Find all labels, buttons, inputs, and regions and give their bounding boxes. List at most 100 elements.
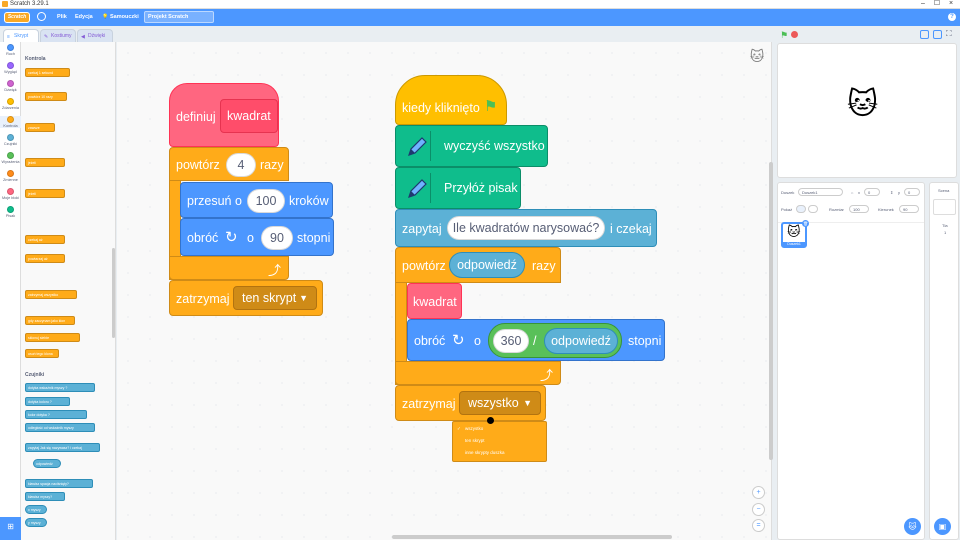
divide-operator[interactable]: 360 / odpowiedź [488,323,622,358]
palette-block-distance[interactable]: odległość od wskaźnik myszy [25,423,95,432]
turn-divided-block[interactable]: obróć ↻ o 360 / odpowiedź stopni [407,319,665,361]
palette-block-mouse-x[interactable]: x myszy [25,505,47,514]
palette-block-create-clone[interactable]: sklonuj siebie [25,333,80,342]
x-input[interactable]: 0 [864,188,880,196]
menu-option-other-scripts[interactable]: inne skrypty duszka [465,450,505,455]
palette-block-ask[interactable]: zapytaj Jak się nazywasz? i czekaj [25,443,100,452]
menu-option-all[interactable]: wszystko [465,426,484,431]
palette-scrollbar[interactable] [112,248,115,338]
category-sound[interactable]: Dźwięk [0,80,21,92]
cat-sprite-icon[interactable]: 🐱 [847,88,879,121]
menu-file[interactable]: Plik [57,14,67,20]
stop-all-block[interactable]: zatrzymaj wszystko ▼ [395,385,546,421]
define-prototype[interactable]: kwadrat [220,99,278,133]
ask-question-input[interactable]: Ile kwadratów narysować? [447,216,605,240]
repeat-block[interactable]: powtórz 4 razy [169,147,289,181]
tab-costumes[interactable]: ✎ Kostiumy [40,29,76,42]
palette-block-when-clone[interactable]: gdy zaczynam jako klon [25,316,75,325]
stop-sign-icon[interactable] [791,31,798,38]
direction-input[interactable]: 90 [899,205,919,213]
palette-block-wait[interactable]: czekaj 1 sekund [25,68,70,77]
stage-thumbnail[interactable] [933,199,956,215]
close-button[interactable]: × [948,0,954,7]
category-variables[interactable]: Zmienne [0,170,21,182]
turn-degrees-input[interactable]: 90 [261,226,293,250]
palette-block-delete-clone[interactable]: usuń tego klona [25,349,59,358]
stage-canvas[interactable] [777,43,957,178]
ask-and-wait-block[interactable]: zapytaj Ile kwadratów narysować? i czeka… [395,209,657,247]
large-stage-icon[interactable] [933,30,942,39]
small-stage-icon[interactable] [920,30,929,39]
tab-code[interactable]: ≡ Skrypt [3,29,39,42]
project-title-input[interactable]: Projekt Scratch [144,11,214,23]
green-flag-icon[interactable]: ⚑ [780,30,789,40]
workspace-vertical-scrollbar[interactable] [769,162,773,460]
show-visible-eye-icon[interactable] [796,205,806,213]
menu-option-this-script[interactable]: ten skrypt [465,438,485,443]
help-icon[interactable]: ? [948,13,956,21]
palette-block-color-touching[interactable]: kolor dotyka ? [25,410,87,419]
pen-down-block[interactable]: Przyłóż pisak [395,167,521,209]
answer-reporter[interactable]: odpowiedź [544,328,618,354]
palette-block-stop[interactable]: zatrzymaj wszystko [25,290,77,299]
category-events[interactable]: Zdarzenia [0,98,21,110]
category-myblocks[interactable]: Moje bloki [0,188,21,200]
tab-sounds[interactable]: ◀ Dźwięki [77,29,113,42]
stage-selector-panel[interactable]: Scena Tła 1 [929,182,959,540]
palette-block-if[interactable]: jeżeli [25,158,65,167]
palette-block-wait-until[interactable]: czekaj aż [25,235,65,244]
move-steps-input[interactable]: 100 [247,189,285,213]
fullscreen-icon[interactable]: ⛶ [946,29,952,38]
divide-left-input[interactable]: 360 [493,329,529,353]
category-control[interactable]: Kontrola [0,116,21,128]
palette-block-mouse-y[interactable]: y myszy [25,518,47,527]
palette-block-repeat-until[interactable]: powtarzaj aż [25,254,65,263]
stop-all-dropdown[interactable]: wszystko ▼ [459,391,541,415]
palette-block-touching[interactable]: dotyka wskaźnik myszy ? [25,383,95,392]
answer-reporter[interactable]: odpowiedź [449,252,525,278]
sprite-name-input[interactable]: Duszek1 [798,188,843,196]
palette-block-repeat[interactable]: powtórz 10 razy [25,92,67,101]
minimize-button[interactable]: – [921,0,925,7]
maximize-button[interactable]: ☐ [933,0,941,7]
turn-block[interactable]: obróć ↻ o 90 stopni [180,218,334,256]
window-title: Scratch 3.29.1 [10,1,49,7]
zoom-reset-icon[interactable]: = [752,519,765,532]
move-block[interactable]: przesuń o 100 kroków [180,182,333,218]
menu-edit[interactable]: Edycja [75,14,93,20]
category-pen[interactable]: Pisak [0,206,21,218]
palette-block-answer[interactable]: odpowiedź [33,459,61,468]
palette-block-key-pressed[interactable]: klawisz spacja naciśnięty? [25,479,93,488]
palette-block-forever[interactable]: zawsze [25,123,55,132]
category-operators[interactable]: Wyrażenia [0,152,21,164]
show-hidden-eye-icon[interactable] [808,205,818,213]
define-block[interactable]: definiuj kwadrat [169,83,279,147]
stop-block[interactable]: zatrzymaj ten skrypt ▼ [169,280,323,316]
add-extension-button[interactable]: ⊞ [0,517,21,540]
category-sensing[interactable]: Czujniki [0,134,21,146]
sprite-tile[interactable]: 🐱 🗑 Duszek1 [781,220,809,248]
repeat-answer-block[interactable]: powtórz odpowiedź razy [395,247,561,283]
palette-block-touching-color[interactable]: dotyka koloru ? [25,397,70,406]
zoom-out-icon[interactable]: − [752,503,765,516]
choose-backdrop-icon[interactable]: ▣ [934,518,951,535]
language-globe-icon[interactable] [37,12,46,21]
pen-clear-block[interactable]: wyczyść wszystko [395,125,548,167]
choose-sprite-icon[interactable]: 🐱 [904,518,921,535]
category-motion[interactable]: Ruch [0,44,21,56]
when-flag-clicked-block[interactable]: kiedy kliknięto ⚑ [395,75,507,125]
palette-block-if-else[interactable]: jeżeli [25,189,65,198]
workspace-horizontal-scrollbar[interactable] [392,535,672,539]
menu-tutorials[interactable]: Samouczki [110,14,139,20]
scratch-logo[interactable]: Scratch [4,12,30,23]
category-looks[interactable]: Wygląd [0,62,21,74]
call-kwadrat-block[interactable]: kwadrat [407,283,462,319]
size-input[interactable]: 100 [849,205,869,213]
repeat-count-input[interactable]: 4 [226,153,256,177]
delete-sprite-icon[interactable]: 🗑 [802,220,809,227]
palette-block-mouse-down[interactable]: klawisz myszy? [25,492,65,501]
zoom-in-icon[interactable]: + [752,486,765,499]
y-input[interactable]: 0 [904,188,920,196]
stop-dropdown[interactable]: ten skrypt ▼ [233,286,317,310]
pen-dot-icon [7,206,14,213]
